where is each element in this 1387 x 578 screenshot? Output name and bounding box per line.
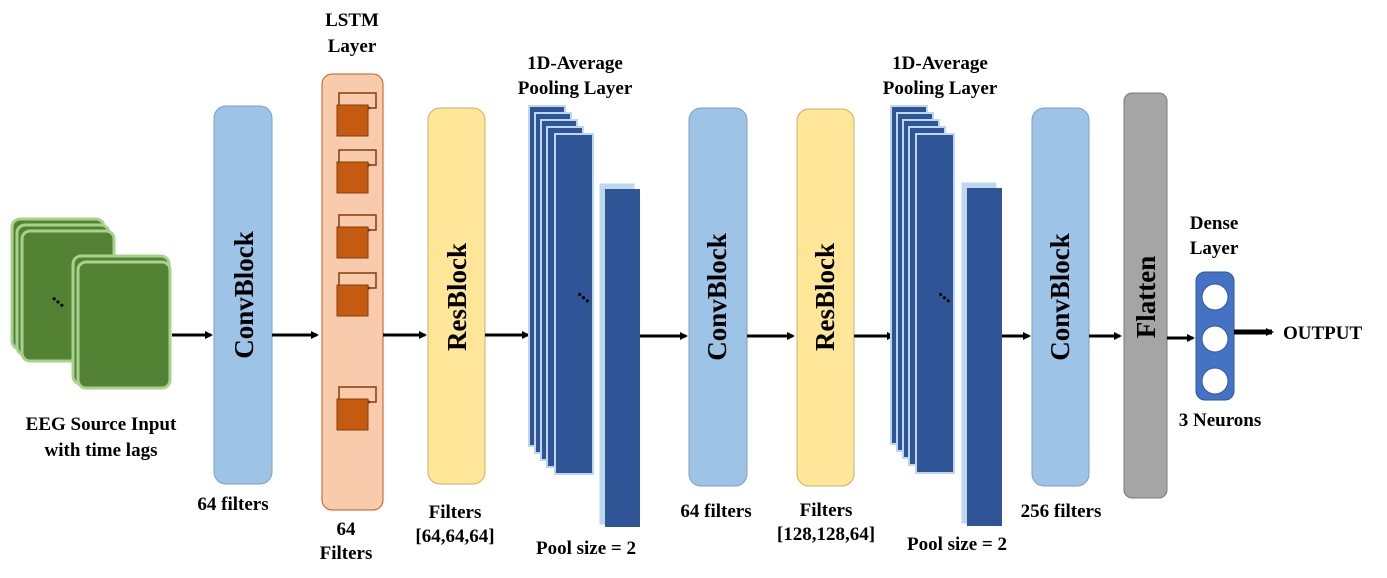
dense-title-line1: Dense — [1190, 213, 1239, 234]
pool-1-title-line1: 1D-Average — [527, 53, 623, 74]
convblock-1-caption: 64 filters — [197, 494, 268, 515]
lstm-title-line1: LSTM — [325, 10, 379, 31]
lstm-caption-line2: Filters — [320, 543, 373, 564]
lstm-cell — [336, 284, 369, 317]
convblock-2-caption: 64 filters — [680, 501, 751, 522]
dense-title-line2: Layer — [1190, 238, 1239, 259]
convblock-1 — [213, 105, 273, 485]
dense-caption: 3 Neurons — [1179, 410, 1262, 431]
lstm-recurrent-loop — [338, 214, 377, 232]
resblock-1-label: ResBlock — [442, 243, 472, 351]
lstm-recurrent-loop — [338, 92, 377, 110]
dense-neuron — [1201, 325, 1229, 353]
output-label: OUTPUT — [1283, 323, 1363, 344]
flatten-label: Flatten — [1131, 256, 1161, 338]
convblock-2 — [688, 107, 748, 487]
lstm-cell — [336, 104, 369, 137]
pool-1-map-5 — [554, 133, 594, 475]
lstm-cell — [336, 226, 369, 259]
resblock-1-caption-line2: [64,64,64] — [415, 526, 494, 547]
pool-1-feature-maps: ... — [528, 105, 640, 527]
pool-1-caption: Pool size = 2 — [536, 538, 636, 559]
lstm-title-line2: Layer — [328, 36, 377, 57]
pool-2-map-5 — [915, 133, 955, 474]
lstm-caption-line1: 64 — [337, 519, 357, 540]
resblock-2-label: ResBlock — [810, 243, 840, 351]
eeg-input-stack: ... — [10, 217, 172, 390]
convblock-3-label: ConvBlock — [1045, 233, 1075, 361]
dense-neuron — [1201, 367, 1229, 395]
dense-neurons — [1201, 283, 1229, 395]
resblock-1 — [427, 107, 486, 485]
convblock-3-caption: 256 filters — [1021, 501, 1102, 522]
lstm-recurrent-loop — [338, 149, 377, 167]
pool-2-title-line2: Pooling Layer — [883, 78, 998, 99]
convblock-1-label: ConvBlock — [229, 231, 259, 359]
pool-1-title-line2: Pooling Layer — [518, 78, 633, 99]
resblock-2-caption-line2: [128,128,64] — [777, 524, 875, 545]
input-label-line1: EEG Source Input — [26, 414, 177, 435]
lstm-recurrent-loop — [338, 272, 377, 290]
input-frame-5 — [76, 260, 172, 390]
resblock-2-caption-line1: Filters — [800, 500, 853, 521]
dense-neuron — [1201, 283, 1229, 311]
pool-1-map-7 — [605, 189, 640, 527]
pool-2-feature-maps: ... — [890, 105, 1002, 526]
resblock-1-caption-line1: Filters — [429, 502, 482, 523]
lstm-cells — [336, 92, 377, 431]
convblock-3 — [1031, 107, 1090, 487]
pool-2-title-line1: 1D-Average — [892, 53, 988, 74]
flatten-block — [1123, 92, 1168, 499]
pool-2-caption: Pool size = 2 — [907, 534, 1007, 555]
resblock-2 — [796, 108, 855, 487]
pool-2-map-7 — [967, 188, 1002, 526]
input-label-line2: with time lags — [45, 440, 158, 461]
convblock-2-label: ConvBlock — [702, 233, 732, 361]
lstm-recurrent-loop — [338, 386, 377, 404]
lstm-cell — [336, 161, 369, 194]
lstm-cell — [336, 398, 369, 431]
